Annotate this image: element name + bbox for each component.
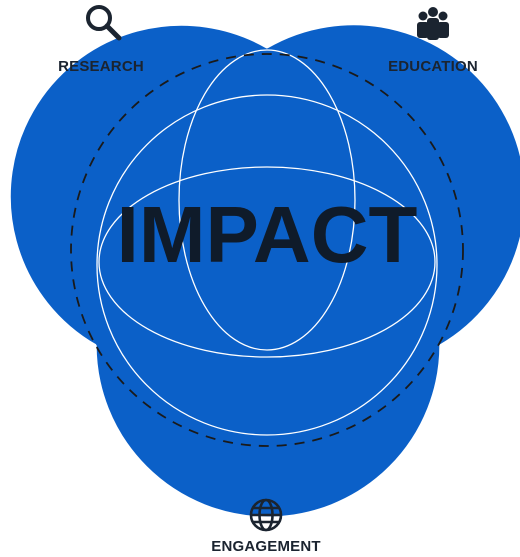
circle-outlines	[9, 24, 520, 518]
lens-left	[9, 24, 268, 346]
center-label: IMPACT	[117, 190, 418, 279]
lens-bottom	[95, 344, 441, 518]
inner-lower	[98, 166, 436, 358]
outline-left	[96, 94, 438, 436]
dashed-ring	[70, 53, 464, 447]
education-label: EDUCATION	[388, 58, 478, 75]
engagement-group: ENGAGEMENT	[211, 498, 321, 555]
lens-right	[266, 24, 520, 346]
research-group: RESEARCH	[58, 5, 144, 75]
core-region	[10, 24, 520, 517]
education-group: EDUCATION	[388, 7, 478, 75]
inner-upper	[178, 49, 356, 351]
research-label: RESEARCH	[58, 58, 144, 75]
engagement-label: ENGAGEMENT	[211, 538, 321, 555]
globe-icon	[249, 498, 283, 532]
people-group-icon	[417, 7, 449, 40]
search-icon	[86, 5, 122, 41]
